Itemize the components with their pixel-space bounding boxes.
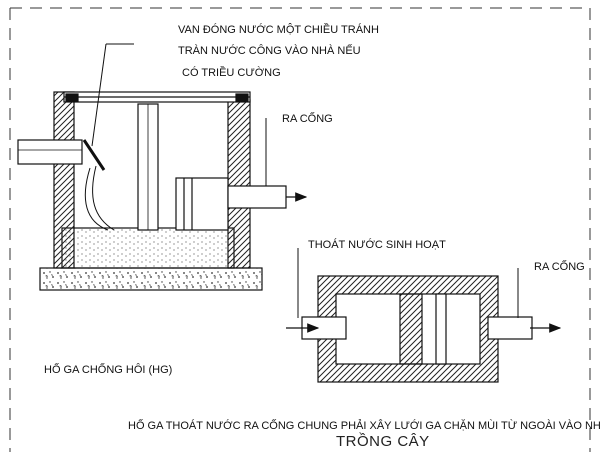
outlet-pipe bbox=[227, 185, 287, 209]
label-domestic-drain: THOÁT NƯỚC SINH HOẠT bbox=[308, 238, 446, 251]
label-valve-line1: VAN ĐÓNG NƯỚC MỘT CHIỀU TRÁNH bbox=[178, 23, 379, 36]
right-wall bbox=[227, 99, 251, 269]
section-view bbox=[17, 43, 308, 291]
plan-divider bbox=[435, 293, 447, 365]
plan-outlet-pipe bbox=[487, 316, 533, 340]
outlet-chamber bbox=[175, 177, 229, 231]
plan-baffle bbox=[399, 293, 423, 365]
label-valve-line3: CÓ TRIỀU CƯỜNG bbox=[182, 66, 281, 79]
left-wall bbox=[53, 91, 75, 269]
label-note: HỐ GA THOÁT NƯỚC RA CỐNG CHUNG PHẢI XÂY … bbox=[128, 418, 600, 432]
label-valve-line2: TRÀN NƯỚC CÔNG VÀO NHÀ NẾU bbox=[178, 44, 361, 57]
check-valve bbox=[82, 139, 106, 171]
label-trap-pit: HỐ GA CHỐNG HÔI (HG) bbox=[44, 362, 172, 376]
label-outlet-right: RA CỐNG bbox=[534, 259, 585, 273]
concrete-slab bbox=[61, 227, 235, 269]
plan-view bbox=[286, 248, 562, 383]
gravel-base bbox=[39, 267, 263, 291]
label-outlet-top: RA CỐNG bbox=[282, 111, 333, 125]
water-flow bbox=[84, 167, 109, 231]
label-planting: TRỒNG CÂY bbox=[336, 432, 430, 450]
inlet-pipe bbox=[17, 139, 83, 165]
page-frame bbox=[9, 7, 591, 452]
